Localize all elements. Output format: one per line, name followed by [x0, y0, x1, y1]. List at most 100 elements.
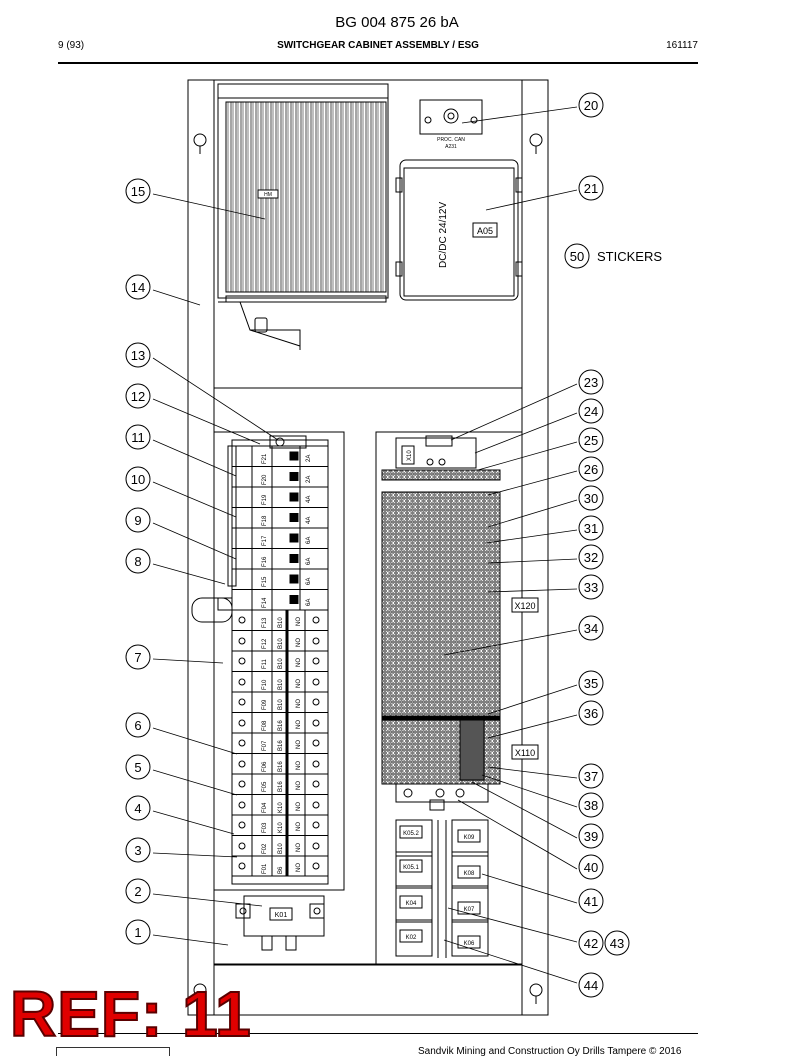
callout-balloon: 32 — [584, 550, 598, 565]
breaker-rating: B6 — [278, 866, 284, 874]
breaker-rating: K10 — [278, 822, 284, 833]
relay-grid — [395, 819, 489, 958]
breaker-aux: NO — [296, 802, 302, 811]
breaker-id: F06 — [262, 761, 268, 772]
breaker-rating: B10 — [278, 638, 284, 649]
fuse-id: F19 — [262, 494, 268, 505]
fuse-rating: 4A — [306, 517, 312, 524]
callout-balloon: 38 — [584, 798, 598, 813]
x110-label: X110 — [515, 748, 535, 758]
copyright-text: Sandvik Mining and Construction Oy Drill… — [418, 1046, 682, 1057]
breaker-rating: B16 — [278, 781, 284, 792]
callout-balloon: 5 — [134, 760, 141, 775]
breaker-aux: NO — [296, 658, 302, 667]
breaker-rating: B10 — [278, 658, 284, 669]
dcdc-label: DC/DC 24/12V — [438, 202, 449, 268]
callout-balloon: 12 — [131, 389, 145, 404]
relay-label: K07 — [464, 907, 475, 913]
breaker-aux: NO — [296, 761, 302, 770]
callout-balloon: 34 — [584, 621, 598, 636]
breaker-id: F08 — [262, 720, 268, 731]
breaker-id: F09 — [262, 699, 268, 710]
callout-balloon: 44 — [584, 978, 598, 993]
breaker-aux: NO — [296, 863, 302, 872]
breaker-id: F02 — [262, 843, 268, 854]
fuse-rating: 6A — [306, 578, 312, 585]
breaker-id: F01 — [262, 863, 268, 874]
fuse-id: F17 — [262, 535, 268, 546]
hm-label: HM — [264, 192, 272, 198]
breaker-aux: NO — [296, 720, 302, 729]
callout-balloon: 24 — [584, 404, 598, 419]
callout-balloon: 9 — [134, 513, 141, 528]
ref-stamp: REF: 11 — [9, 978, 252, 1050]
callout-balloon: 43 — [610, 936, 624, 951]
fuse-rating: 2A — [306, 455, 312, 462]
relay-label: K05.1 — [403, 865, 419, 871]
callout-balloon: 4 — [134, 801, 141, 816]
breaker-id: F07 — [262, 740, 268, 751]
proc-can-number: A231 — [445, 144, 457, 150]
footer-divider — [58, 1033, 698, 1034]
fuse-rating: 2A — [306, 476, 312, 483]
breaker-rating: K10 — [278, 802, 284, 813]
header-divider — [58, 62, 698, 64]
callout-balloon: 42 — [584, 936, 598, 951]
page-number: 9 (93) — [58, 40, 85, 51]
fuse-block — [231, 445, 329, 611]
callout-balloon: 8 — [134, 554, 141, 569]
callout-balloon: 35 — [584, 676, 598, 691]
breaker-rating: B10 — [278, 617, 284, 628]
breaker-rating: B10 — [278, 699, 284, 710]
callout-balloon: 23 — [584, 375, 598, 390]
fuse-rating: 6A — [306, 558, 312, 565]
fuse-id: F14 — [262, 597, 268, 608]
upper-mounting-plate — [213, 79, 523, 389]
left-din-area — [213, 431, 345, 891]
relay-label: K09 — [464, 835, 475, 841]
callout-balloon: 30 — [584, 491, 598, 506]
callout-balloon: 7 — [134, 650, 141, 665]
company-logo — [56, 1047, 170, 1056]
fuse-rating: 6A — [306, 599, 312, 606]
callout-balloon: 11 — [131, 430, 145, 445]
breaker-aux: NO — [296, 638, 302, 647]
breaker-aux: NO — [296, 679, 302, 688]
callout-balloon: 15 — [131, 184, 145, 199]
breaker-id: F12 — [262, 638, 268, 649]
callout-balloon: 1 — [134, 925, 141, 940]
breaker-rating: B16 — [278, 761, 284, 772]
proc-can-label: PROC. CAN — [437, 137, 465, 143]
callout-balloon: 6 — [134, 718, 141, 733]
breaker-id: F10 — [262, 679, 268, 690]
fuse-rating: 4A — [306, 496, 312, 503]
breaker-id: F05 — [262, 781, 268, 792]
document-title: SWITCHGEAR CABINET ASSEMBLY / ESG — [277, 40, 479, 51]
callout-balloon: 41 — [584, 894, 598, 909]
callout-balloon: 21 — [584, 181, 598, 196]
callout-balloon: 37 — [584, 769, 598, 784]
callout-balloon: 25 — [584, 433, 598, 448]
a05-label: A05 — [477, 226, 493, 236]
proc-can — [419, 99, 483, 135]
breaker-id: F11 — [262, 658, 268, 669]
breaker-aux: NO — [296, 822, 302, 831]
breaker-aux: NO — [296, 740, 302, 749]
callout-balloon: 14 — [131, 280, 145, 295]
breaker-id: F03 — [262, 822, 268, 833]
breaker-rating: B16 — [278, 720, 284, 731]
callout-balloon: 20 — [584, 98, 598, 113]
relay-label: K08 — [464, 871, 475, 877]
k01-label: K01 — [275, 912, 288, 919]
document-date: 161117 — [666, 40, 698, 51]
breaker-aux: NO — [296, 843, 302, 852]
document-code: BG 004 875 26 bA — [335, 14, 459, 31]
callout-balloon: 3 — [134, 843, 141, 858]
stickers-balloon: 50 — [570, 249, 584, 264]
relay-label: K04 — [406, 901, 417, 907]
x120-label: X120 — [514, 601, 535, 611]
breaker-id: F04 — [262, 802, 268, 813]
fuse-rating: 6A — [306, 537, 312, 544]
callout-balloon: 26 — [584, 462, 598, 477]
